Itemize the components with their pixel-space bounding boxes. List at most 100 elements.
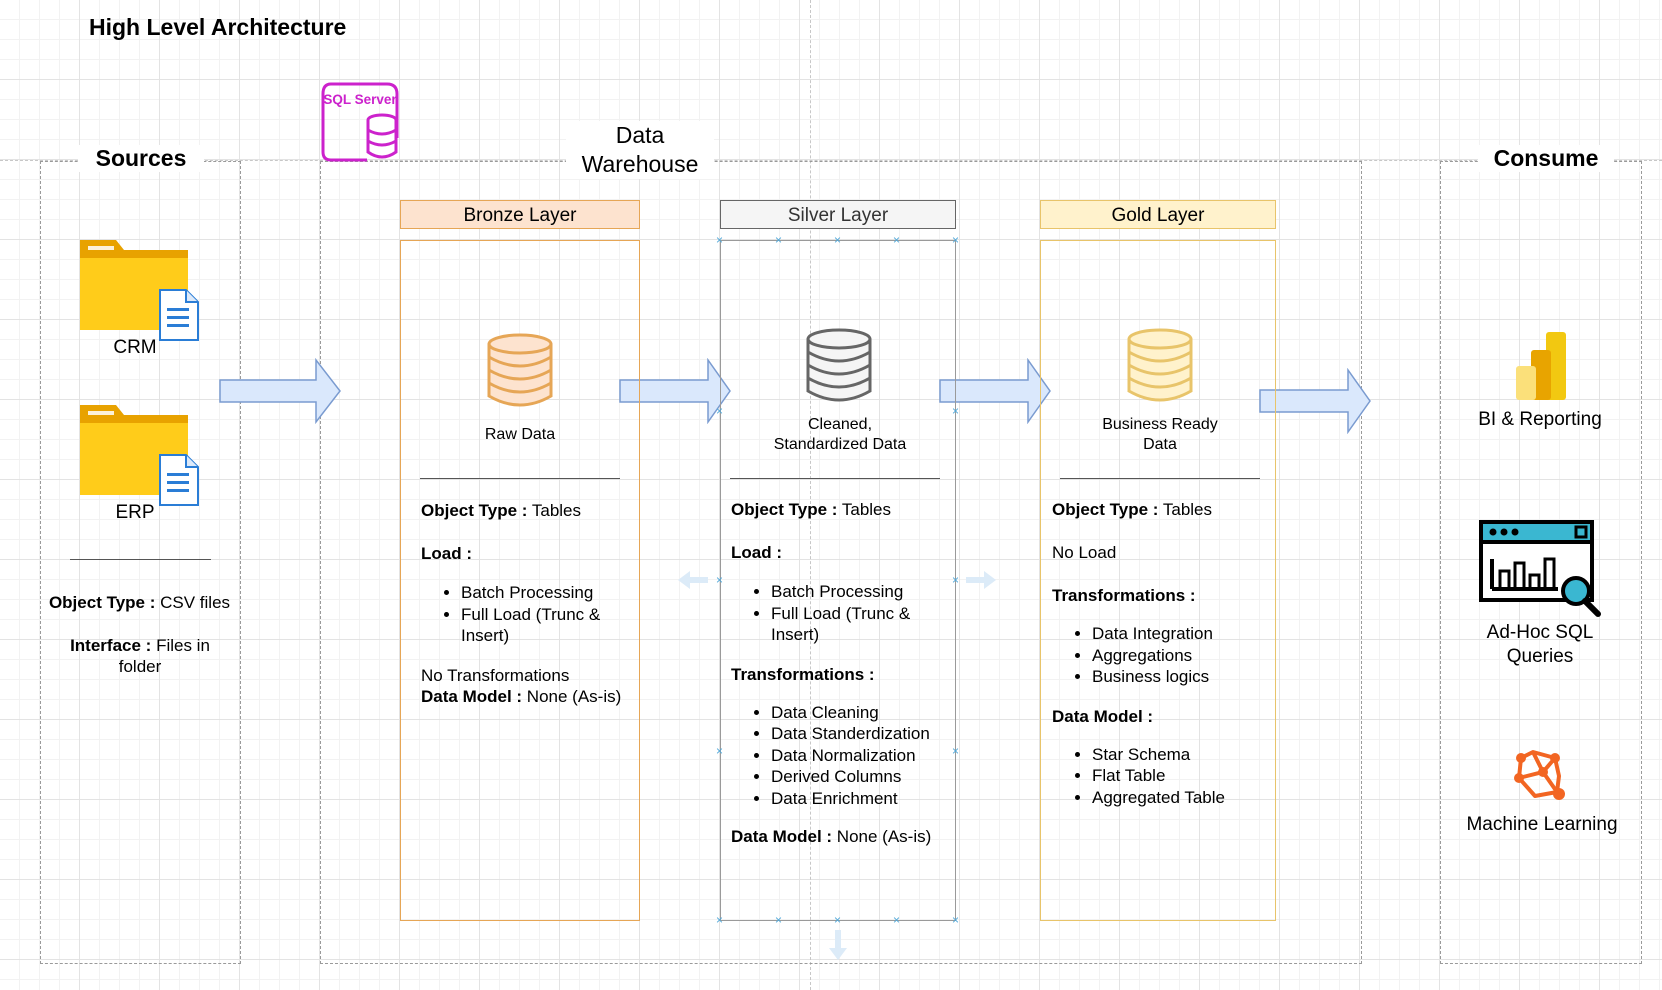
gold-layer-box[interactable] — [1040, 240, 1276, 921]
object-type-label: Object Type : — [1052, 500, 1159, 519]
source-label-erp: ERP — [115, 502, 155, 523]
bronze-layer-header[interactable]: Bronze Layer — [400, 200, 640, 229]
power-bi-icon[interactable] — [1514, 330, 1568, 402]
analytics-dashboard-icon[interactable] — [1478, 519, 1602, 617]
selection-handle[interactable]: × — [834, 913, 842, 927]
object-type-value: Tables — [841, 500, 891, 519]
connection-hint-arrow-left[interactable] — [676, 570, 710, 590]
bronze-data-model: Data Model : None (As-is) — [421, 686, 626, 707]
gold-transformations-label: Transformations : — [1052, 586, 1196, 605]
sources-interface: Interface : Files in folder — [55, 635, 225, 677]
gold-data-model-list: Star Schema Flat Table Aggregated Table — [1052, 744, 1272, 809]
consume-title: Consume — [1478, 145, 1614, 172]
selection-handle[interactable]: × — [716, 573, 724, 587]
arrow-sources-to-bronze — [219, 358, 341, 424]
interface-label: Interface : — [70, 636, 152, 655]
list-item: Star Schema — [1092, 744, 1272, 766]
selection-handle[interactable]: × — [893, 233, 901, 247]
silver-load-list: Batch Processing Full Load (Trunc & Inse… — [731, 581, 956, 646]
selection-handle[interactable]: × — [893, 913, 901, 927]
connection-hint-arrow-right[interactable] — [964, 570, 998, 590]
bronze-layer-box[interactable] — [400, 240, 640, 921]
selection-handle[interactable]: × — [716, 233, 724, 247]
machine-learning-icon[interactable] — [1513, 748, 1567, 802]
data-warehouse-container[interactable] — [320, 161, 1362, 964]
object-type-value: Tables — [1162, 500, 1212, 519]
gold-caption: Business Ready Data — [1102, 416, 1218, 453]
list-item: Data Integration — [1092, 623, 1272, 645]
bronze-transformations: No Transformations — [421, 665, 570, 685]
data-model-value: None (As-is) — [526, 686, 622, 706]
connection-hint-arrow-down[interactable] — [828, 928, 848, 962]
silver-caption: Cleaned, Standardized Data — [773, 416, 907, 453]
consume-label-bi: BI & Reporting — [1478, 409, 1602, 430]
selection-handle[interactable]: × — [952, 573, 960, 587]
source-label-crm: CRM — [113, 337, 157, 358]
list-item: Derived Columns — [771, 766, 956, 788]
list-item: Data Normalization — [771, 745, 956, 767]
bronze-database-icon — [487, 333, 553, 407]
page-title: High Level Architecture — [89, 14, 347, 40]
silver-load-label: Load : — [731, 543, 782, 562]
gold-layer-header[interactable]: Gold Layer — [1040, 200, 1276, 229]
sql-server-logo-text: SQL Server — [323, 92, 397, 107]
selection-handle[interactable]: × — [716, 744, 724, 758]
list-item: Business logics — [1092, 666, 1272, 688]
gold-database-icon — [1127, 328, 1193, 402]
sources-divider — [70, 559, 211, 560]
gold-transformations-list: Data Integration Aggregations Business l… — [1052, 623, 1272, 688]
crm-folder-icon[interactable] — [78, 238, 202, 342]
selection-handle[interactable]: × — [952, 404, 960, 418]
gold-divider — [1060, 478, 1260, 479]
object-type-value: CSV files — [160, 593, 231, 612]
guide-line-horizontal — [0, 160, 1662, 161]
selection-handle[interactable]: × — [716, 913, 724, 927]
list-item: Batch Processing — [771, 581, 956, 603]
selection-handle[interactable]: × — [952, 913, 960, 927]
list-item: Flat Table — [1092, 765, 1272, 787]
list-item: Batch Processing — [461, 582, 626, 604]
arrow-gold-to-consume — [1259, 368, 1371, 434]
interface-value: Files in folder — [118, 636, 210, 676]
list-item: Full Load (Trunc & Insert) — [771, 603, 921, 646]
silver-divider — [730, 478, 940, 479]
bronze-details: Object Type : Tables Load : Batch Proces… — [421, 500, 626, 707]
selection-handle[interactable]: × — [716, 404, 724, 418]
bronze-divider — [420, 478, 620, 479]
guide-line-vertical — [810, 0, 811, 990]
silver-data-model: Data Model : None (As-is) — [731, 826, 956, 847]
list-item: Aggregations — [1092, 645, 1272, 667]
gold-details: Object Type : Tables No Load Transformat… — [1052, 499, 1272, 808]
arrow-bronze-to-silver — [619, 358, 731, 424]
bronze-load-label: Load : — [421, 544, 472, 563]
silver-transformations-label: Transformations : — [731, 664, 875, 684]
silver-object-type: Object Type : Tables — [731, 499, 956, 520]
bronze-caption: Raw Data — [484, 426, 556, 443]
list-item: Aggregated Table — [1092, 787, 1272, 809]
arrow-silver-to-gold — [939, 358, 1051, 424]
list-item: Full Load (Trunc & Insert) — [461, 604, 626, 647]
gold-data-model-label: Data Model : — [1052, 706, 1154, 726]
bronze-object-type: Object Type : Tables — [421, 500, 626, 521]
selection-handle[interactable]: × — [834, 233, 842, 247]
data-model-label: Data Model : — [421, 686, 523, 706]
object-type-value: Tables — [531, 501, 581, 520]
selection-handle[interactable]: × — [952, 744, 960, 758]
erp-folder-icon[interactable] — [78, 403, 202, 507]
data-model-value: None (As-is) — [836, 827, 932, 846]
silver-layer-header[interactable]: Silver Layer — [720, 200, 956, 229]
selection-handle[interactable]: × — [775, 233, 783, 247]
sql-server-icon[interactable]: SQL Server — [321, 82, 401, 162]
list-item: Data Standerdization — [771, 723, 956, 745]
data-model-label: Data Model : — [731, 827, 833, 846]
list-item: Data Enrichment — [771, 788, 956, 810]
data-warehouse-title: Data Warehouse — [566, 121, 714, 179]
silver-layer-box[interactable] — [720, 240, 956, 921]
gold-object-type: Object Type : Tables — [1052, 499, 1272, 520]
consume-label-ml: Machine Learning — [1466, 814, 1618, 835]
selection-handle[interactable]: × — [775, 913, 783, 927]
object-type-label: Object Type : — [48, 593, 156, 612]
sources-title: Sources — [78, 145, 204, 172]
bronze-load-list: Batch Processing Full Load (Trunc & Inse… — [421, 582, 626, 647]
selection-handle[interactable]: × — [952, 233, 960, 247]
